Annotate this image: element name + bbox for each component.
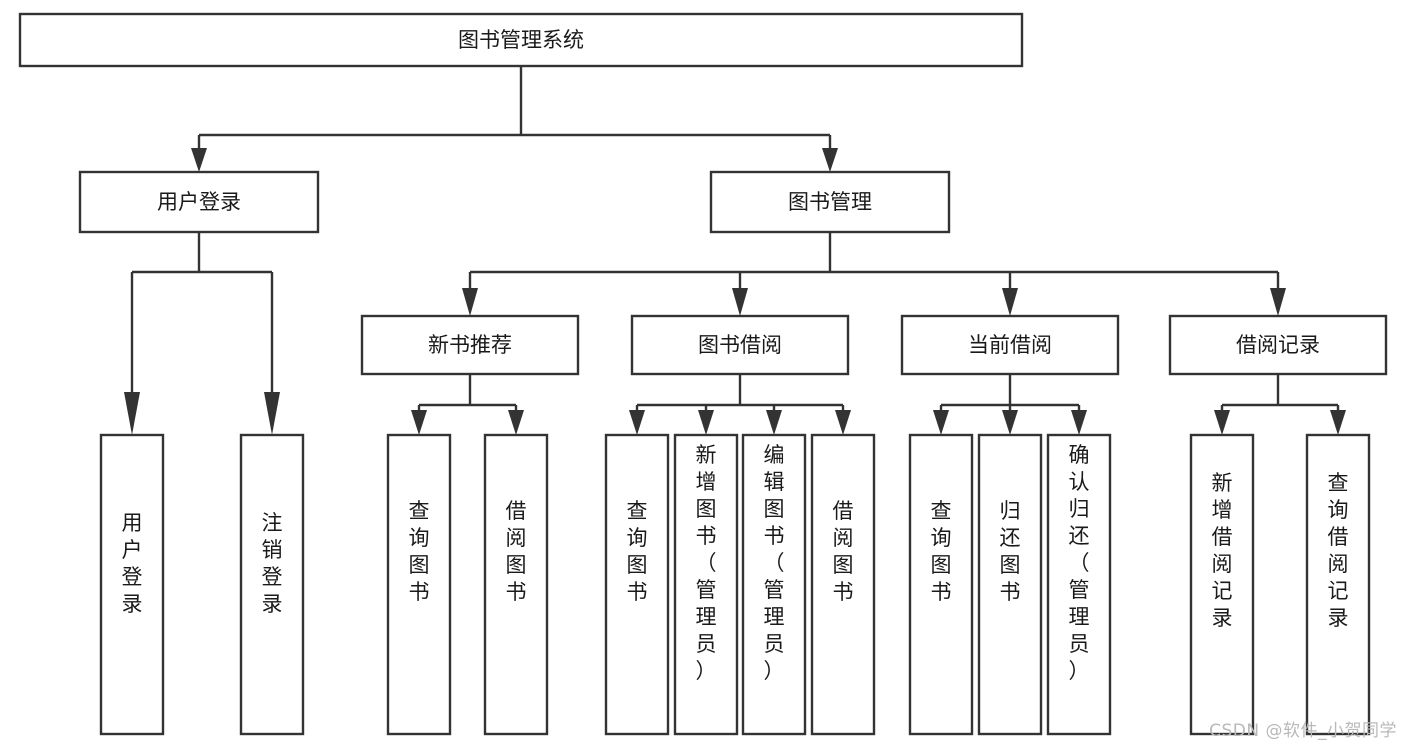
- leaf-box[interactable]: [99, 433, 165, 736]
- leaf-label: 新增借阅记录: [1212, 471, 1233, 630]
- leaf-box[interactable]: [908, 433, 974, 736]
- arrow-to-book-manage: [822, 148, 838, 172]
- leaf-box[interactable]: [810, 433, 876, 736]
- leaf-box[interactable]: [1189, 433, 1255, 736]
- leaf-node[interactable]: 注销登录: [239, 433, 305, 736]
- arrow-to-recommend-leaf-1: [411, 410, 427, 435]
- arrow-to-current-borrow: [1002, 288, 1018, 316]
- book-borrow-label: 图书借阅: [698, 333, 782, 357]
- leaf-node[interactable]: 借阅图书: [810, 433, 876, 736]
- current-borrow-box[interactable]: [900, 314, 1120, 376]
- arrow-to-borrow-record: [1270, 288, 1286, 316]
- leaf-label: 借阅图书: [833, 499, 854, 604]
- arrow-to-user-login: [191, 148, 207, 172]
- arrow-to-borrow-leaf-3: [766, 410, 782, 435]
- arrow-to-current-leaf-3: [1071, 410, 1087, 435]
- node-user-login[interactable]: 用户登录: [78, 170, 320, 234]
- arrow-to-record-leaf-2: [1330, 410, 1346, 435]
- root-label: 图书管理系统: [458, 28, 584, 52]
- leaf-label: 编辑图书（管理员）: [764, 443, 785, 683]
- book-borrow-box[interactable]: [630, 314, 850, 376]
- leaf-label: 确认归还（管理员）: [1069, 443, 1090, 683]
- leaf-box[interactable]: [483, 433, 549, 736]
- leaf-label: 归还图书: [1000, 499, 1021, 604]
- arrow-to-leaf-logout: [264, 392, 280, 435]
- leaf-label: 借阅图书: [506, 499, 527, 604]
- leaf-node[interactable]: 新增图书（管理员）: [673, 433, 739, 736]
- leaf-node[interactable]: 归还图书: [977, 433, 1043, 736]
- leaf-node[interactable]: 查询图书: [386, 433, 452, 736]
- node-current-borrow[interactable]: 当前借阅: [900, 314, 1120, 376]
- arrow-to-leaf-user-login: [124, 392, 140, 435]
- arrow-to-record-leaf-1: [1214, 410, 1230, 435]
- leaf-label: 注销登录: [262, 511, 283, 616]
- leaf-node[interactable]: 查询图书: [604, 433, 670, 736]
- leaf-label: 查询图书: [409, 499, 430, 604]
- node-book-manage[interactable]: 图书管理: [709, 170, 951, 234]
- arrow-to-new-book-recommend: [462, 288, 478, 316]
- new-book-recommend-label: 新书推荐: [428, 333, 512, 357]
- borrow-record-box[interactable]: [1168, 314, 1388, 376]
- user-login-label: 用户登录: [157, 190, 241, 214]
- user-login-box[interactable]: [78, 170, 320, 234]
- arrow-to-borrow-leaf-4: [835, 410, 851, 435]
- root-box[interactable]: [18, 12, 1024, 68]
- leaf-box[interactable]: [386, 433, 452, 736]
- leaf-box[interactable]: [1046, 433, 1112, 736]
- leaf-node[interactable]: 新增借阅记录: [1189, 433, 1255, 736]
- borrow-record-label: 借阅记录: [1236, 333, 1320, 357]
- leaf-label: 查询图书: [931, 499, 952, 604]
- arrow-to-recommend-leaf-2: [508, 410, 524, 435]
- node-book-borrow[interactable]: 图书借阅: [630, 314, 850, 376]
- arrow-to-borrow-leaf-2: [698, 410, 714, 435]
- leaf-node[interactable]: 确认归还（管理员）: [1046, 433, 1112, 736]
- node-root-system[interactable]: 图书管理系统: [18, 12, 1024, 68]
- arrow-to-current-leaf-2: [1002, 410, 1018, 435]
- node-borrow-record[interactable]: 借阅记录: [1168, 314, 1388, 376]
- leaf-node[interactable]: 查询借阅记录: [1305, 433, 1371, 736]
- leaf-label: 查询借阅记录: [1328, 471, 1349, 630]
- node-new-book-recommend[interactable]: 新书推荐: [360, 314, 580, 376]
- arrow-to-book-borrow: [732, 288, 748, 316]
- leaf-node[interactable]: 查询图书: [908, 433, 974, 736]
- leaf-box[interactable]: [673, 433, 739, 736]
- leaf-box[interactable]: [239, 433, 305, 736]
- leaf-node[interactable]: 借阅图书: [483, 433, 549, 736]
- book-manage-label: 图书管理: [788, 190, 872, 214]
- leaf-node[interactable]: 编辑图书（管理员）: [741, 433, 807, 736]
- arrow-to-current-leaf-1: [933, 410, 949, 435]
- leaf-box[interactable]: [1305, 433, 1371, 736]
- new-book-recommend-box[interactable]: [360, 314, 580, 376]
- book-manage-box[interactable]: [709, 170, 951, 234]
- arrow-to-borrow-leaf-1: [629, 410, 645, 435]
- leaf-box[interactable]: [977, 433, 1043, 736]
- current-borrow-label: 当前借阅: [968, 333, 1052, 357]
- leaf-label: 新增图书（管理员）: [696, 443, 717, 683]
- leaf-box[interactable]: [604, 433, 670, 736]
- leaf-box[interactable]: [741, 433, 807, 736]
- leaf-label: 用户登录: [122, 511, 143, 616]
- leaf-node[interactable]: 用户登录: [99, 433, 165, 736]
- connector-layer: [124, 66, 1346, 435]
- leaf-label: 查询图书: [627, 499, 648, 604]
